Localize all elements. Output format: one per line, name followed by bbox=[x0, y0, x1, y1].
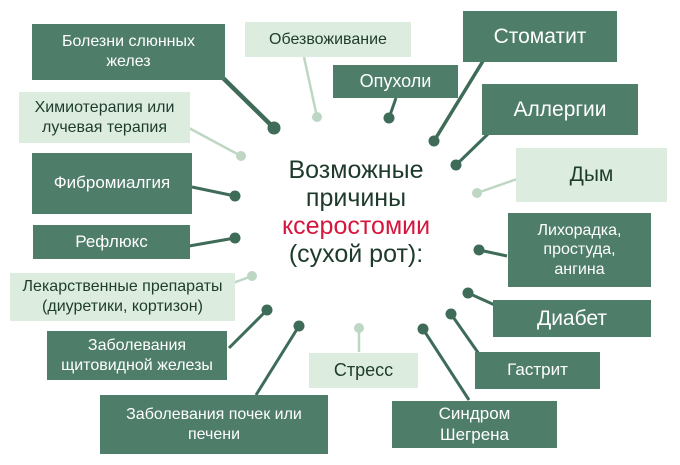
connector-dot bbox=[312, 112, 322, 122]
connector-dot bbox=[417, 323, 429, 335]
cause-box-chemo-radiation-therapy: Химиотерапия или лучевая терапия bbox=[19, 92, 190, 143]
connector-tumors bbox=[383, 97, 398, 124]
connector-dot bbox=[473, 244, 485, 256]
cause-box-dehydration: Обезвоживание bbox=[245, 22, 411, 57]
title-line-2: причины bbox=[305, 184, 407, 212]
connector-dot bbox=[383, 112, 395, 124]
connector-reflux bbox=[188, 232, 241, 248]
connector-dot bbox=[450, 159, 462, 171]
title-line-3-accent: ксеростомии bbox=[281, 212, 431, 240]
cause-box-sjogren-syndrome: Синдром Шегрена bbox=[392, 401, 557, 448]
connector-dot bbox=[445, 308, 457, 320]
connector-sjogren-syndrome bbox=[417, 323, 471, 401]
connector-dehydration bbox=[302, 56, 322, 122]
connector-fever-cold-angina bbox=[473, 244, 508, 258]
cause-box-thyroid-diseases: Заболевания щитовидной железы bbox=[47, 331, 227, 380]
title-line-1: Возможные bbox=[288, 156, 424, 184]
cause-box-allergies: Аллергии bbox=[482, 84, 638, 135]
connector-chemo-radiation-therapy bbox=[188, 126, 246, 161]
title-line-4: (сухой рот): bbox=[288, 240, 424, 268]
connector-dot bbox=[236, 151, 246, 161]
cause-box-medications: Лекарственные препараты (диуретики, корт… bbox=[10, 273, 235, 321]
connector-medications bbox=[232, 271, 257, 285]
connector-diabetes bbox=[462, 287, 498, 308]
connector-dot bbox=[472, 188, 482, 198]
connector-dot bbox=[229, 232, 241, 244]
cause-box-salivary-gland-diseases: Болезни слюнных желез bbox=[32, 24, 225, 80]
connector-stomatitis bbox=[428, 60, 485, 147]
connector-gastritis bbox=[445, 308, 481, 355]
connector-dot bbox=[247, 271, 257, 281]
connector-kidney-liver-diseases bbox=[254, 320, 305, 396]
cause-box-smoke: Дым bbox=[516, 148, 667, 202]
cause-box-diabetes: Диабет bbox=[493, 300, 651, 337]
connector-dot bbox=[428, 135, 440, 147]
connector-dot bbox=[462, 287, 474, 299]
connector-salivary-gland-diseases bbox=[219, 74, 281, 135]
connector-dot bbox=[293, 320, 305, 332]
connector-allergies bbox=[450, 131, 491, 171]
cause-box-stress: Стресс bbox=[309, 353, 418, 388]
connector-dot bbox=[261, 304, 273, 316]
diagram-title: Возможные причины ксеростомии (сухой рот… bbox=[246, 156, 466, 268]
cause-box-fever-cold-angina: Лихорадка, простуда, ангина bbox=[508, 213, 651, 287]
connector-dot bbox=[267, 121, 281, 135]
connector-fibromyalgia bbox=[191, 185, 241, 202]
connector-thyroid-diseases bbox=[227, 304, 273, 350]
connector-smoke bbox=[472, 177, 518, 198]
cause-box-fibromyalgia: Фибромиалгия bbox=[32, 153, 192, 214]
cause-box-reflux: Рефлюкс bbox=[33, 225, 190, 259]
connector-stress bbox=[354, 323, 364, 352]
connector-dot bbox=[229, 190, 241, 202]
cause-box-gastritis: Гастрит bbox=[475, 352, 600, 389]
cause-box-stomatitis: Стоматит bbox=[463, 11, 617, 62]
cause-box-tumors: Опухоли bbox=[333, 65, 458, 98]
connector-dot bbox=[354, 323, 364, 333]
cause-box-kidney-liver-diseases: Заболевания почек или печени bbox=[100, 395, 328, 454]
